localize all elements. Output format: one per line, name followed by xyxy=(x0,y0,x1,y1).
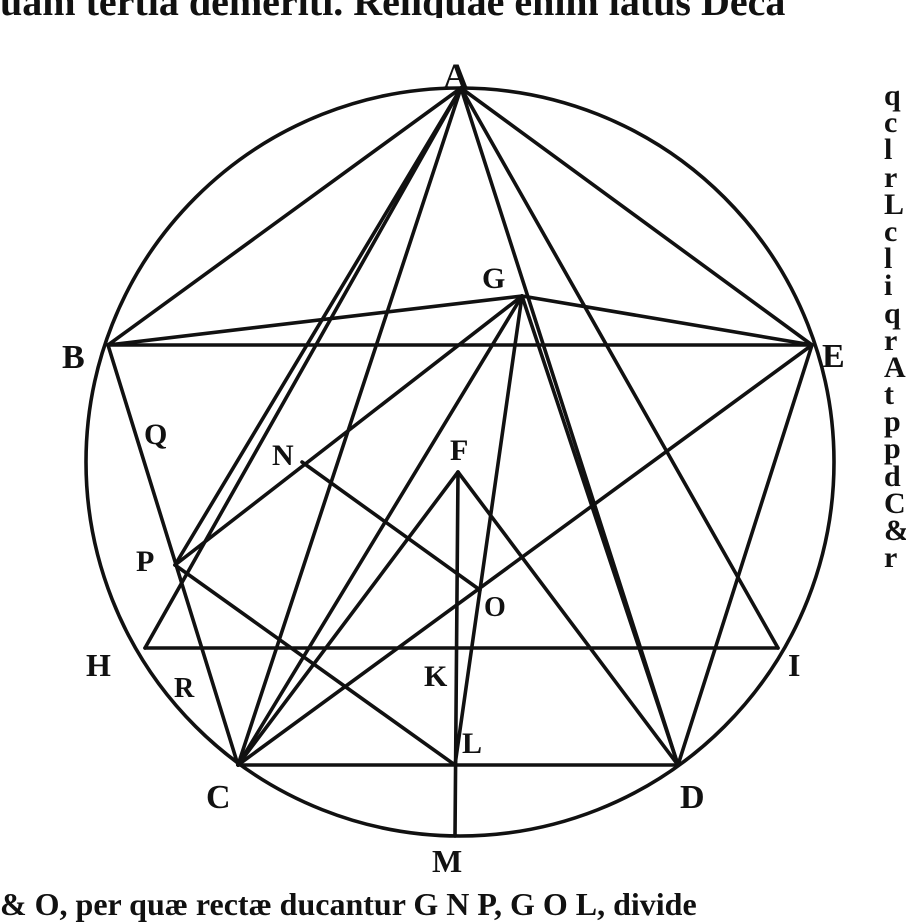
segment-BG xyxy=(106,294,524,347)
point-label-H: H xyxy=(86,647,111,683)
point-label-A: A xyxy=(443,56,469,96)
point-label-L: L xyxy=(462,727,482,760)
point-label-B: B xyxy=(62,339,85,376)
segment-EC xyxy=(236,343,814,767)
margin-fragment-17: r xyxy=(884,541,898,572)
segment-FD xyxy=(456,470,680,767)
segment-FM xyxy=(453,470,460,838)
segment-NO xyxy=(300,460,482,592)
segment-AI xyxy=(459,86,780,650)
segment-GC xyxy=(236,294,524,767)
margin-fragment-13: p xyxy=(884,432,901,466)
segment-PL xyxy=(173,563,457,767)
margin-fragment-3: r xyxy=(884,160,898,194)
segment-AP xyxy=(173,86,463,567)
segment-GD xyxy=(520,294,680,767)
margin-fragment-11: t xyxy=(884,378,894,412)
segment-AE xyxy=(459,86,814,347)
margin-fragment-5: c xyxy=(884,214,898,248)
margin-fragment-16: & xyxy=(884,515,906,545)
point-label-R: R xyxy=(174,673,195,704)
margin-fragment-6: l xyxy=(884,242,893,276)
point-label-K: K xyxy=(424,660,448,693)
point-label-O: O xyxy=(484,592,506,623)
margin-fragment-7: i xyxy=(884,269,893,303)
segment-GP xyxy=(173,294,524,567)
segment-FC xyxy=(236,470,460,767)
margin-fragment-2: l xyxy=(884,133,893,167)
point-label-P: P xyxy=(136,545,154,578)
margin-fragment-10: A xyxy=(884,350,906,384)
margin-fragment-12: p xyxy=(884,405,901,439)
point-label-E: E xyxy=(822,338,845,375)
margin-fragment-8: q xyxy=(884,296,901,330)
segment-GE xyxy=(520,294,814,347)
point-label-N: N xyxy=(272,439,294,472)
segment-AC xyxy=(236,86,463,767)
point-label-C: C xyxy=(206,779,231,816)
footer-text-fragment: & O, per quæ rectæ ducantur G N P, G O L… xyxy=(0,886,697,922)
header-text-fragment: uam tertia demeriti. Reliquae enim latus… xyxy=(0,0,906,18)
margin-fragment-0: q xyxy=(884,82,901,112)
point-label-Q: Q xyxy=(144,418,167,451)
point-label-F: F xyxy=(450,434,468,467)
point-label-I: I xyxy=(788,647,800,683)
margin-fragment-14: d xyxy=(884,459,901,493)
segment-AB xyxy=(106,86,463,347)
point-label-M: M xyxy=(432,843,462,879)
segment-ED xyxy=(676,343,814,767)
segment-BC xyxy=(106,343,240,767)
margin-fragment-1: c xyxy=(884,106,898,140)
segment-AH xyxy=(143,86,463,650)
margin-fragment-15: C xyxy=(884,486,906,520)
point-label-G: G xyxy=(482,262,505,295)
margin-fragment-4: L xyxy=(884,187,905,221)
point-label-D: D xyxy=(680,779,705,816)
segment-GL xyxy=(453,294,524,767)
margin-fragment-9: r xyxy=(884,323,898,357)
